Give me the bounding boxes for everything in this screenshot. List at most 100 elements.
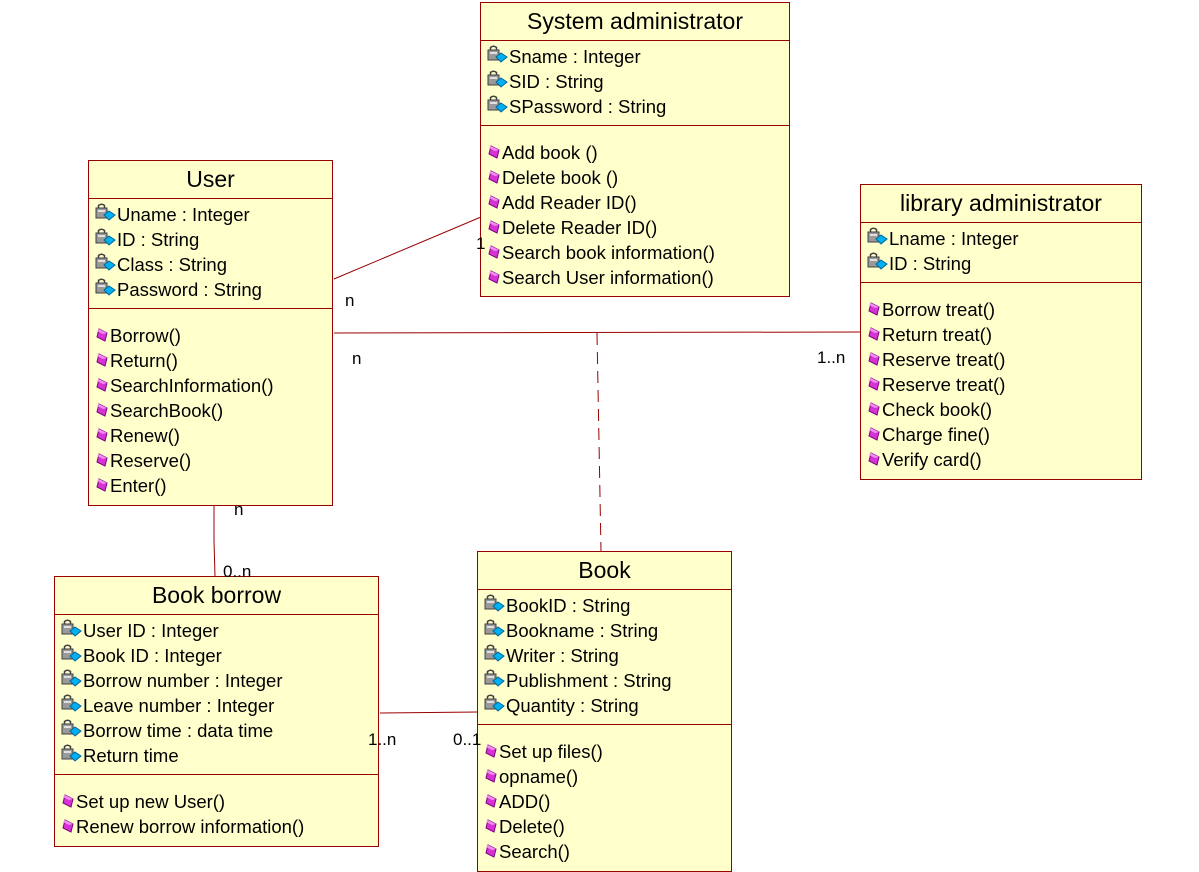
attribute-row[interactable]: Borrow time : data time [61,718,378,743]
association-class-link-book [596,332,602,552]
attribute-label: Book ID : Integer [83,645,222,666]
operation-row[interactable]: Set up new User() [61,789,378,814]
attribute-key-icon [95,202,116,227]
attribute-row[interactable]: Bookname : String [484,618,731,643]
attribute-row[interactable]: Password : String [95,277,332,302]
attribute-row[interactable]: Publishment : String [484,668,731,693]
operation-label: Search() [499,841,570,862]
operation-row[interactable]: Return treat() [867,322,1141,347]
attribute-key-icon [867,226,888,251]
operation-label: Reserve treat() [882,349,1006,370]
attribute-key-icon [95,252,116,277]
class-name: Book borrow [55,577,378,615]
operation-label: Delete Reader ID() [502,217,658,238]
attribute-row[interactable]: SID : String [487,69,789,94]
attribute-label: SPassword : String [509,96,667,117]
attribute-row[interactable]: User ID : Integer [61,618,378,643]
operation-diamond-icon [95,323,109,348]
operation-row[interactable]: Enter() [95,473,332,498]
operation-row[interactable]: Borrow() [95,323,332,348]
multiplicity-user-borrow-user-end: n [234,500,244,519]
attribute-row[interactable]: ID : String [95,227,332,252]
operation-row[interactable]: Delete() [484,814,731,839]
attribute-key-icon [61,693,82,718]
attribute-row[interactable]: Class : String [95,252,332,277]
attribute-label: Borrow time : data time [83,720,274,741]
attribute-row[interactable]: SPassword : String [487,94,789,119]
operation-row[interactable]: Search book information() [487,240,789,265]
class-name: System administrator [481,3,789,41]
operation-diamond-icon [487,215,501,240]
attribute-key-icon [61,668,82,693]
attribute-row[interactable]: Writer : String [484,643,731,668]
attribute-row[interactable]: ID : String [867,251,1141,276]
association-user-system-admin [333,216,482,280]
association-book-borrow-book [379,711,479,714]
operation-row[interactable]: ADD() [484,789,731,814]
attribute-row[interactable]: Leave number : Integer [61,693,378,718]
operation-row[interactable]: Borrow treat() [867,297,1141,322]
attribute-key-icon [484,643,505,668]
operation-diamond-icon [95,473,109,498]
attribute-label: ID : String [889,253,972,274]
operation-diamond-icon [867,397,881,422]
attribute-key-icon [487,69,508,94]
operation-label: Charge fine() [882,424,990,445]
attribute-label: Quantity : String [506,695,639,716]
association-user-library-admin [333,331,862,334]
operation-row[interactable]: Add Reader ID() [487,190,789,215]
operation-label: Enter() [110,475,167,496]
attribute-row[interactable]: BookID : String [484,593,731,618]
attribute-label: Bookname : String [506,620,659,641]
attribute-row[interactable]: Quantity : String [484,693,731,718]
operation-row[interactable]: Delete book () [487,165,789,190]
operation-diamond-icon [487,190,501,215]
operation-row[interactable]: Search User information() [487,265,789,290]
attribute-key-icon [484,668,505,693]
operation-row[interactable]: Renew() [95,423,332,448]
multiplicity-borrow-book-book-end: 0..1 [453,730,482,749]
attribute-row[interactable]: Return time [61,743,378,768]
operation-diamond-icon [95,398,109,423]
operation-label: Return() [110,350,178,371]
operation-diamond-icon [487,140,501,165]
operation-row[interactable]: Check book() [867,397,1141,422]
operation-label: Set up new User() [76,791,226,812]
attribute-row[interactable]: Book ID : Integer [61,643,378,668]
attribute-key-icon [484,593,505,618]
operation-row[interactable]: Verify card() [867,447,1141,472]
operation-row[interactable]: Return() [95,348,332,373]
operation-row[interactable]: Set up files() [484,739,731,764]
operation-label: opname() [499,766,579,787]
operation-label: Verify card() [882,449,982,470]
attribute-key-icon [95,277,116,302]
operation-diamond-icon [487,240,501,265]
operation-row[interactable]: Reserve treat() [867,372,1141,397]
operation-label: Check book() [882,399,993,420]
operation-row[interactable]: Renew borrow information() [61,814,378,839]
operation-row[interactable]: opname() [484,764,731,789]
operation-label: Return treat() [882,324,993,345]
operation-row[interactable]: Reserve treat() [867,347,1141,372]
operation-row[interactable]: SearchBook() [95,398,332,423]
operation-row[interactable]: Search() [484,839,731,864]
operation-row[interactable]: SearchInformation() [95,373,332,398]
operation-row[interactable]: Delete Reader ID() [487,215,789,240]
attribute-row[interactable]: Lname : Integer [867,226,1141,251]
operation-row[interactable]: Reserve() [95,448,332,473]
attribute-row[interactable]: Borrow number : Integer [61,668,378,693]
attribute-row[interactable]: Sname : Integer [487,44,789,69]
association-user-book-borrow [213,506,216,578]
operation-row[interactable]: Charge fine() [867,422,1141,447]
operation-label: Reserve() [110,450,192,471]
operation-row[interactable]: Add book () [487,140,789,165]
attribute-row[interactable]: Uname : Integer [95,202,332,227]
attribute-label: Borrow number : Integer [83,670,283,691]
attribute-key-icon [487,44,508,69]
